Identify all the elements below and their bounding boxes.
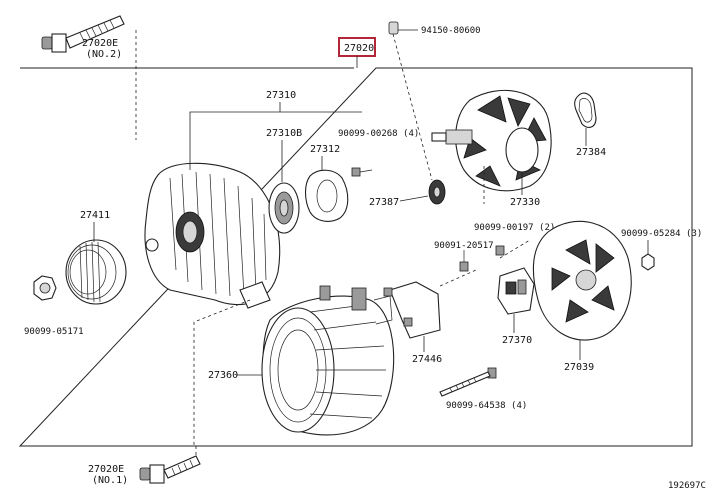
- bolt-no1[interactable]: [139, 455, 201, 484]
- rotor-ring[interactable]: [574, 92, 597, 128]
- stator-part-number[interactable]: 27360: [208, 370, 238, 381]
- bolt-no1-part-number[interactable]: 27020E: [88, 464, 124, 475]
- clip[interactable]: [388, 21, 399, 35]
- plate-screw[interactable]: [459, 250, 469, 272]
- clip-part-number[interactable]: 94150-80600: [421, 26, 481, 36]
- retainer-screw[interactable]: [351, 167, 373, 177]
- rotor-bearing[interactable]: [428, 179, 446, 205]
- rotor-part-number[interactable]: 27330: [510, 197, 540, 208]
- drive-end-frame[interactable]: [144, 162, 281, 309]
- drive-bearing-part-number[interactable]: 27310B: [266, 128, 302, 139]
- terminal-plate-part-number[interactable]: 27446: [412, 354, 442, 365]
- plate-screw-part-number[interactable]: 90091-20517: [434, 241, 494, 251]
- brush-screw-part-number[interactable]: 90099-00197 (2): [474, 223, 555, 233]
- retainer-screw-part-number[interactable]: 90099-00268 (4): [338, 129, 419, 139]
- stator-assembly[interactable]: [261, 285, 395, 436]
- bolt-no2[interactable]: [41, 15, 125, 53]
- pulley-nut[interactable]: [33, 275, 57, 301]
- brush-screw[interactable]: [495, 245, 505, 256]
- drive-end-frame-part-number[interactable]: 27310: [266, 90, 296, 101]
- assembly-part-number[interactable]: 27020: [344, 43, 374, 54]
- pulley[interactable]: [65, 239, 127, 305]
- rear-cover[interactable]: [532, 220, 632, 341]
- cover-nut-part-number[interactable]: 90099-05284 (3): [621, 229, 702, 239]
- brush-holder-part-number[interactable]: 27370: [502, 335, 532, 346]
- drive-bearing[interactable]: [268, 182, 300, 234]
- brush-holder[interactable]: [497, 267, 535, 315]
- cover-nut[interactable]: [641, 253, 655, 271]
- bolt-no1-note: (NO.1): [92, 475, 128, 486]
- bearing-retainer[interactable]: [304, 169, 349, 222]
- bolt-no2-part-number[interactable]: 27020E: [82, 38, 118, 49]
- rotor[interactable]: [431, 89, 552, 192]
- terminal-plate[interactable]: [383, 281, 441, 339]
- diagram-code: 192697C: [668, 481, 706, 491]
- pulley-part-number[interactable]: 27411: [80, 210, 110, 221]
- rotor-bearing-part-number[interactable]: 27387: [369, 197, 399, 208]
- assembly-frame: [18, 67, 693, 447]
- rear-cover-part-number[interactable]: 27039: [564, 362, 594, 373]
- rotor-ring-part-number[interactable]: 27384: [576, 147, 606, 158]
- bolt-no2-note: (NO.2): [86, 49, 122, 60]
- bearing-retainer-part-number[interactable]: 27312: [310, 144, 340, 155]
- through-bolt-part-number[interactable]: 90099-64538 (4): [446, 401, 527, 411]
- through-bolt[interactable]: [439, 367, 497, 397]
- pulley-nut-part-number[interactable]: 90099-05171: [24, 327, 84, 337]
